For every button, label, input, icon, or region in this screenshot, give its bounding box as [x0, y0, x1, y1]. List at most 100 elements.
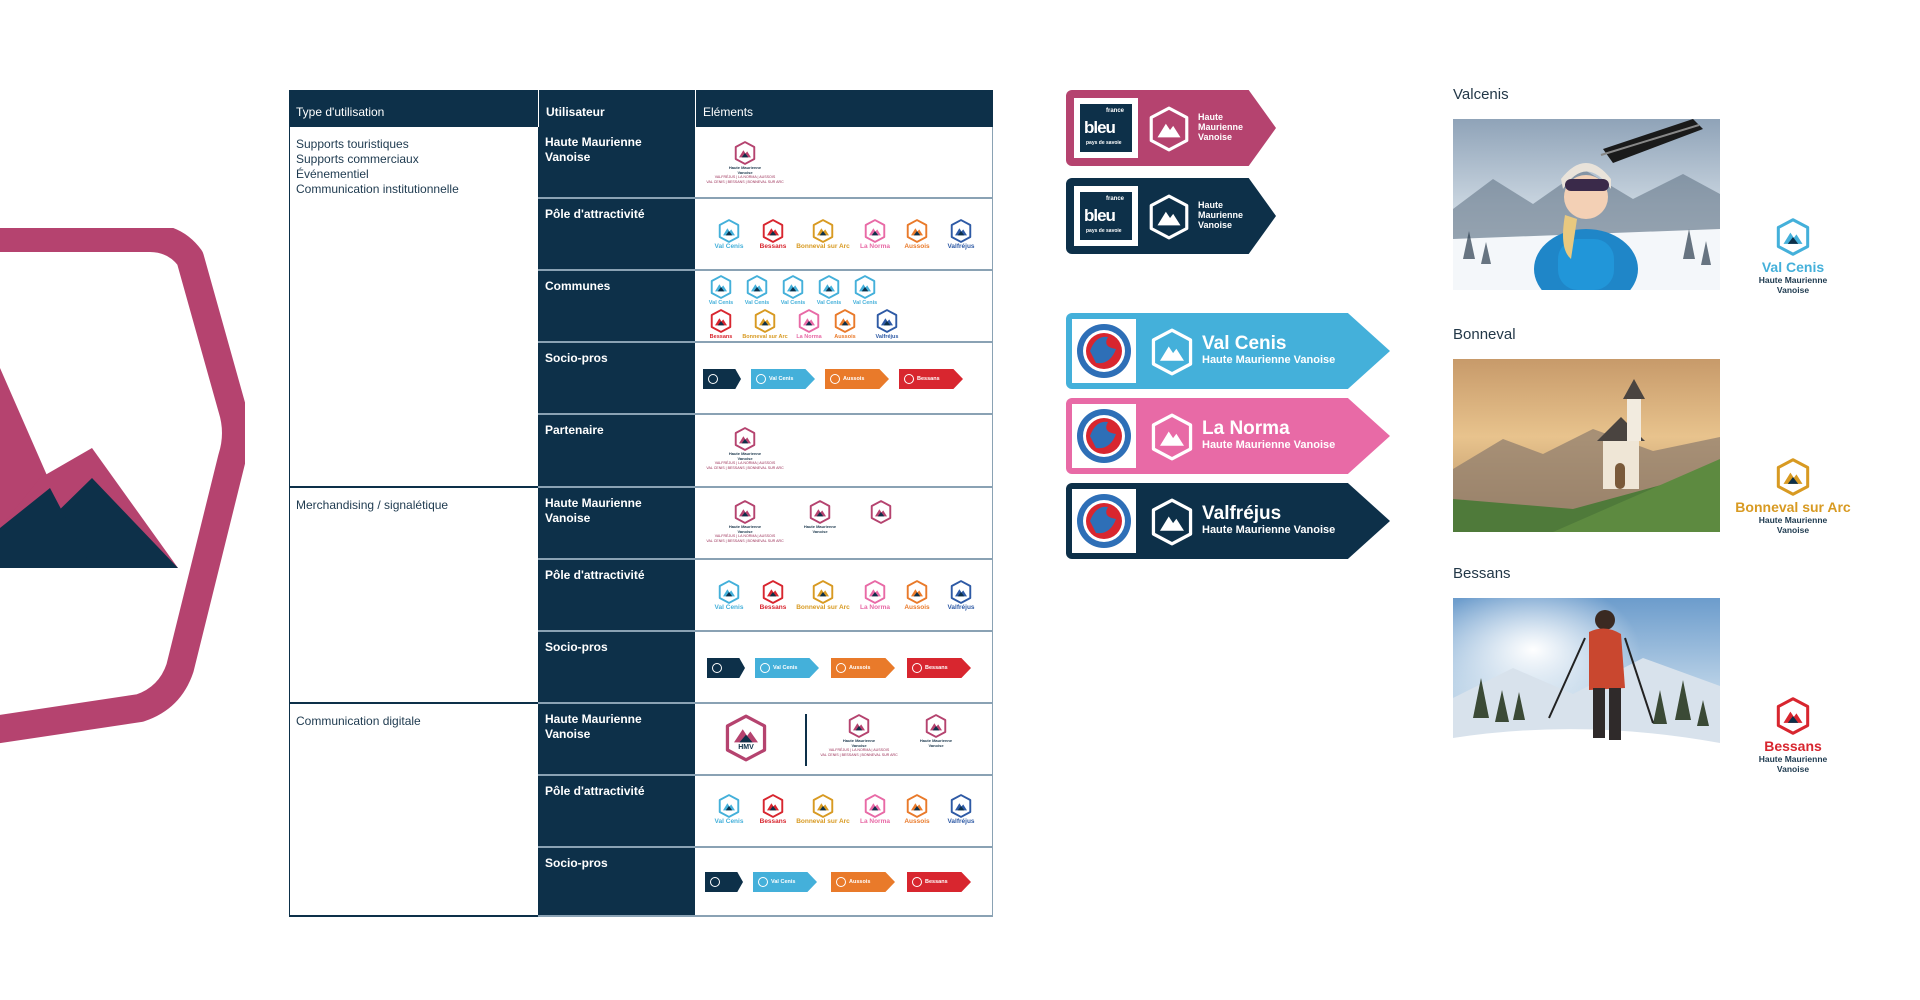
hexagon-mountain-icon [848, 714, 870, 738]
hexagon-mountain-icon [762, 219, 784, 243]
group-cell-digital: Communication digitale [289, 704, 538, 917]
socio-tag: Val Cenis [751, 369, 815, 389]
socio-tag: Bessans [907, 658, 971, 678]
france-bleu-banner-navy: france bleu pays de savoie Haute Maurien… [1066, 178, 1276, 254]
partner-dot-icon [756, 374, 766, 384]
logo-name: Haute Maurienne [728, 165, 762, 170]
commune-name: Val Cenis [816, 300, 842, 306]
elements-cell: Val Cenis Aussois Bessans [695, 343, 993, 415]
commune-name: Val Cenis [744, 300, 770, 306]
station-name: Bessans [759, 243, 787, 250]
user-cell: Haute Maurienne Vanoise [538, 488, 695, 560]
badge-name: Bonneval sur Arc [1735, 499, 1851, 515]
france-bleu-banner-magenta: france bleu pays de savoie Haute Maurien… [1066, 90, 1276, 166]
hexagon-mountain-icon [710, 309, 732, 333]
banner-text: La Norma Haute Maurienne Vanoise [1202, 418, 1335, 452]
group-line: Communication digitale [296, 714, 421, 728]
hexagon-mountain-icon [950, 219, 972, 243]
badge-sub: Vanoise [1776, 285, 1810, 295]
banner-subtitle: Haute Maurienne Vanoise [1202, 524, 1336, 536]
france-bleu-mark: france bleu pays de savoie [1080, 192, 1132, 240]
group-cell-merchandising: Merchandising / signalétique [289, 488, 538, 704]
user-cell: Haute Maurienne Vanoise [538, 704, 695, 776]
logo-name: Vanoise [737, 456, 753, 461]
group-line: Supports commerciaux [296, 152, 419, 166]
commune-name: Bessans [709, 334, 733, 340]
hexagon-mountain-icon [812, 580, 834, 604]
banner-line: Vanoise [1198, 132, 1233, 142]
user-cell: Pôle d'attractivité [538, 199, 695, 271]
banner-text: Valfréjus Haute Maurienne Vanoise [1202, 503, 1335, 537]
banner-line: Vanoise [1198, 220, 1233, 230]
commune-logo: Val Cenis [843, 275, 887, 307]
elements-cell: Haute Maurienne Vanoise VALFRÉJUS | LA N… [695, 488, 993, 560]
hmv-symbol [861, 500, 901, 524]
user-cell: Socio-pros [538, 343, 695, 415]
station-logo: Bonneval sur Arc [796, 580, 850, 612]
station-name: Aussois [904, 243, 930, 250]
bonneval-badge: Bonneval sur Arc Haute Maurienne Vanoise [1718, 458, 1868, 535]
station-logo: Bessans [751, 580, 795, 612]
commune-logo: Bessans [699, 309, 743, 341]
group-cell-supports: Supports touristiques Supports commercia… [289, 127, 538, 488]
hexagon-mountain-icon [734, 500, 756, 524]
tag-label: Aussois [849, 665, 871, 671]
divider [805, 714, 807, 766]
station-name: La Norma [860, 243, 890, 250]
esf-banner-la-norma: La Norma Haute Maurienne Vanoise [1066, 398, 1390, 474]
hexagon-mountain-icon [818, 275, 840, 299]
elements-cell: Haute Maurienne Vanoise VALFRÉJUS | LA N… [695, 127, 993, 199]
user-cell: Partenaire [538, 415, 695, 488]
hexagon-mountain-icon [710, 275, 732, 299]
france-bleu-mark: france bleu pays de savoie [1080, 104, 1132, 152]
partner-dot-icon [830, 374, 840, 384]
partner-main-text: bleu [1084, 206, 1116, 225]
banner-line: Haute [1198, 112, 1224, 122]
station-logo: Val Cenis [707, 794, 751, 826]
esf-medal-icon [1077, 494, 1131, 548]
banner-line: Maurienne [1198, 210, 1244, 220]
partner-dot-icon [708, 374, 718, 384]
logo-tagline: VALFRÉJUS | LA NORMA | AUSSOIS [714, 534, 776, 538]
commune-logo: Val Cenis [699, 275, 743, 307]
hexagon-mountain-icon [762, 580, 784, 604]
station-logo: Val Cenis [707, 219, 751, 251]
hexagon-mountain-icon [798, 309, 820, 333]
partner-dot-icon [904, 374, 914, 384]
station-logo: Valfréjus [939, 219, 983, 251]
station-logo: La Norma [853, 219, 897, 251]
hexagon-mountain-icon [1150, 413, 1194, 461]
commune-name: Val Cenis [852, 300, 878, 306]
logo-name: Haute Maurienne [842, 738, 876, 743]
hmv-logo-compact: Haute Maurienne Vanoise [901, 714, 971, 748]
group-line: Supports touristiques [296, 137, 409, 151]
station-name: Aussois [904, 604, 930, 611]
badge-sub: Haute Maurienne [1758, 275, 1828, 285]
commune-name: Val Cenis [708, 300, 734, 306]
commune-logo: Bonneval sur Arc [742, 309, 788, 341]
badge-sub: Haute Maurienne [1758, 515, 1828, 525]
socio-tag: Aussois [831, 872, 895, 892]
elements-cell: Val Cenis Bessans Bonneval sur Arc La No… [695, 199, 993, 271]
badge-name: Bessans [1764, 738, 1822, 754]
hexagon-mountain-icon [718, 580, 740, 604]
hexagon-mountain-icon [864, 219, 886, 243]
socio-tag [705, 872, 743, 892]
esf-banner-valfrejus: Valfréjus Haute Maurienne Vanoise [1066, 483, 1390, 559]
station-logo: Aussois [895, 219, 939, 251]
station-name: La Norma [860, 818, 890, 825]
banner-title: La Norma [1202, 418, 1290, 439]
socio-tag [703, 369, 741, 389]
station-name: Val Cenis [714, 818, 744, 825]
user-cell: Communes [538, 271, 695, 343]
station-name: Bessans [759, 604, 787, 611]
hexagon-mountain-icon [762, 794, 784, 818]
hexagon-mountain-icon [1150, 498, 1194, 546]
hexagon-mountain-icon [812, 794, 834, 818]
tag-label: Bessans [925, 665, 948, 671]
user-cell: Socio-pros [538, 632, 695, 704]
station-logo: Valfréjus [939, 794, 983, 826]
hexagon-mountain-icon [1775, 218, 1811, 256]
station-name: Val Cenis [714, 604, 744, 611]
station-name: Valfréjus [947, 604, 975, 611]
